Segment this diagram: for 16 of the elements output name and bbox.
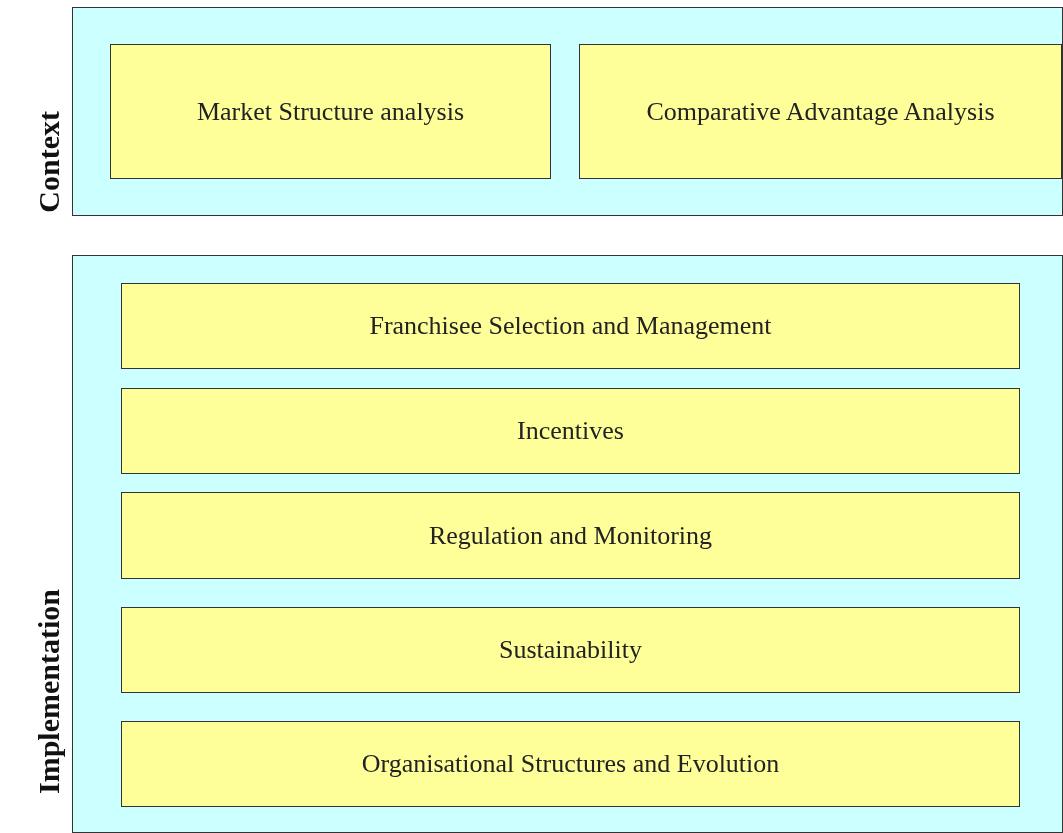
box-label: Franchisee Selection and Management xyxy=(369,311,772,341)
topic-box xyxy=(121,607,1020,693)
box-label: Regulation and Monitoring xyxy=(428,520,713,551)
box-label: Organisational Structures and Evolution xyxy=(361,749,780,779)
topic-box xyxy=(121,283,1020,369)
box-label: Comparative Advantage Analysis xyxy=(646,96,995,127)
topic-box xyxy=(579,44,1062,179)
box-label: Market Structure analysis xyxy=(196,96,465,127)
group-heading: Implementation xyxy=(32,589,66,794)
topic-box xyxy=(121,388,1020,474)
topic-box xyxy=(121,492,1020,579)
box-label: Incentives xyxy=(517,416,624,446)
box-label: Sustainability xyxy=(499,635,642,665)
topic-box xyxy=(110,44,551,179)
group-heading: Context xyxy=(32,111,66,213)
topic-box xyxy=(121,721,1020,807)
